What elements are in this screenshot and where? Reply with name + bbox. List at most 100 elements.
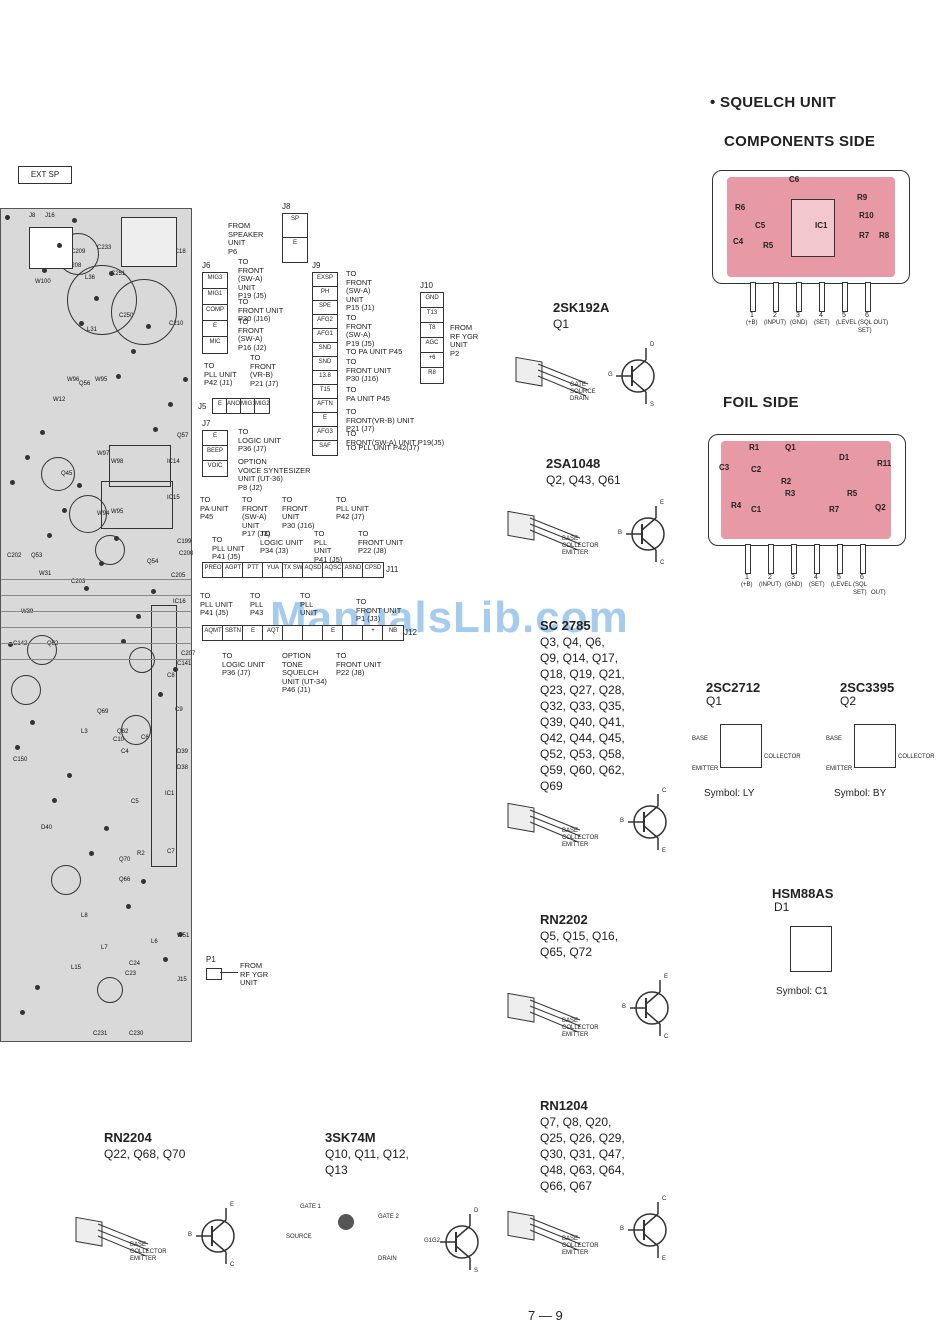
foil-side-title: FOIL SIDE — [723, 394, 799, 411]
foil-pin-desc: (LEVEL — [831, 582, 852, 588]
rn1204-sym-bot: E — [662, 1256, 667, 1262]
j6-desc-3: TO FRONT (SW-A) P16 (J2) — [238, 317, 267, 352]
sc2785-pin-label: COLLECTOR — [562, 835, 599, 841]
foil-pin-desc: SET) — [853, 590, 867, 596]
rn2202-pin-label: BASE — [562, 1018, 579, 1024]
rn2202-pin-label: COLLECTOR — [562, 1025, 599, 1031]
pcb-label: C10 — [113, 737, 125, 743]
j11-desc: TO PLL UNIT P41 (J5) — [212, 535, 245, 561]
pcb-via — [173, 667, 178, 672]
j11-pin: AQSD — [302, 562, 324, 578]
sc2785-package — [507, 802, 581, 843]
comp-pin-lead — [796, 282, 802, 312]
foil-pin-lead — [860, 544, 866, 574]
rn2202-sym-bot: C — [664, 1034, 669, 1040]
p1-lead — [220, 972, 238, 973]
rn2204-package — [75, 1216, 149, 1257]
j11-pin: AQSC — [322, 562, 344, 578]
comp-pin-lead — [773, 282, 779, 312]
sk192a-sym-mid: G — [608, 372, 613, 378]
pcb-via — [104, 826, 109, 831]
pcb-label: IC14 — [167, 459, 180, 465]
sk74m-pin-label: GATE 1 — [300, 1204, 321, 1210]
sc2785-sym-bot: E — [662, 848, 667, 854]
j11-desc: TO PLL UNIT P41 (J5) — [314, 529, 343, 564]
comp-pin-lead — [750, 282, 756, 312]
foil-label: D1 — [839, 453, 850, 462]
foil-label: R5 — [847, 489, 858, 498]
pcb-trace — [1, 627, 191, 628]
component-label: R9 — [857, 193, 868, 202]
pcb-label: W95 — [95, 377, 108, 383]
pcb-label: W31 — [39, 571, 52, 577]
pcb-via — [168, 402, 173, 407]
foil-pin-number: 5 — [837, 574, 841, 581]
foil-label: C2 — [751, 465, 762, 474]
j5-pin: MIG1 — [240, 398, 256, 414]
sa1048-symbol — [626, 506, 665, 562]
pcb-label: L3 — [81, 729, 88, 735]
component-label: R10 — [859, 211, 874, 220]
pcb-label: C203 — [71, 579, 86, 585]
j12-pin — [282, 625, 304, 641]
sa1048-pin-label: COLLECTOR — [562, 543, 599, 549]
pcb-via — [8, 642, 13, 647]
pcb-label: C150 — [13, 757, 28, 763]
j9-pin: SAF — [312, 440, 338, 456]
pcb-label: C205 — [171, 573, 186, 579]
pcb-label: Q56 — [79, 381, 91, 387]
comp-pin-number: 6 — [865, 312, 869, 319]
squelch-unit-title: • SQUELCH UNIT — [710, 94, 837, 111]
j12-pin: + — [362, 625, 384, 641]
comp-pin-lead — [842, 282, 848, 312]
sc2712-refs: Q1 — [706, 694, 723, 708]
sc3395-symbol-code: Symbol: BY — [834, 788, 887, 799]
j9-desc: TO FRONT UNIT P30 (J16) — [346, 357, 392, 383]
pcb-label: L7 — [101, 945, 108, 951]
pcb-connector-j8 — [29, 227, 73, 269]
hsm88as-body — [790, 926, 832, 972]
sk74m-package — [338, 1214, 354, 1230]
rn2202-pin-label: EMITTER — [562, 1032, 589, 1038]
j6-pin: MIC — [202, 336, 228, 354]
sc2785-pin-label: EMITTER — [562, 842, 589, 848]
foil-label: R11 — [877, 459, 892, 468]
j9-pin: T15 — [312, 384, 338, 400]
foil-pin-number: 6 — [860, 574, 864, 581]
j12-title: J12 — [404, 628, 417, 637]
foil-pin-number: 2 — [768, 574, 772, 581]
sa1048-sym-bot: C — [660, 560, 665, 566]
main-pcb-board: J8J16IC18C206C208C209C233C251C250C210L31… — [0, 208, 195, 1042]
component-label: R5 — [763, 241, 774, 250]
pcb-capacitor — [97, 977, 123, 1003]
pcb-label: Q66 — [119, 877, 131, 883]
pcb-label: C210 — [169, 321, 184, 327]
pcb-via — [79, 321, 84, 326]
pcb-via — [153, 427, 158, 432]
ext-sp-label: EXT SP — [30, 170, 60, 179]
component-label: R8 — [879, 231, 890, 240]
j11-desc: TO LOGIC UNIT P34 (J3) — [260, 529, 303, 555]
pcb-via — [30, 720, 35, 725]
pcb-label: Q57 — [177, 433, 189, 439]
pcb-via — [67, 773, 72, 778]
j8-desc: FROM SPEAKER UNIT P6 — [228, 221, 264, 256]
pcb-ic15 — [101, 481, 173, 529]
pcb-via — [121, 639, 126, 644]
j12-pin — [342, 625, 364, 641]
components-side-title: COMPONENTS SIDE — [724, 133, 876, 150]
pcb-capacitor — [41, 457, 75, 491]
comp-pin-desc: (SQL OUT) — [858, 320, 889, 326]
j6-pin: MIG1 — [202, 288, 228, 306]
pcb-label: C5 — [131, 799, 139, 805]
comp-pin-number: 4 — [819, 312, 823, 319]
hsm88as-symbol-code: Symbol: C1 — [776, 986, 828, 997]
pcb-via — [42, 268, 47, 273]
foil-pin-lead — [745, 544, 751, 574]
pcb-ic-block — [121, 217, 177, 267]
foil-label: C1 — [751, 505, 762, 514]
pcb-label: C23 — [125, 971, 137, 977]
pcb-label: W39 — [21, 609, 34, 615]
pcb-capacitor — [51, 865, 81, 895]
comp-pin-desc: (LEVEL — [836, 320, 857, 326]
